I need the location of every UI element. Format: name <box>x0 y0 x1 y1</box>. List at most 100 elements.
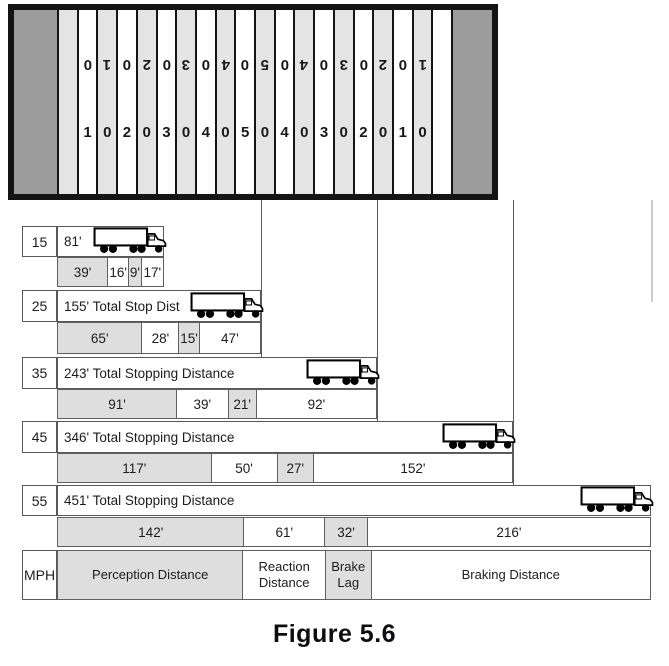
segment-cell-45-0: 117' <box>57 453 212 483</box>
total-distance-label-15: 81' <box>64 234 82 249</box>
segment-cell-15-1: 16' <box>107 257 130 287</box>
ruler-digit: 0 <box>260 124 270 142</box>
ruler-digit-inverted: 3 <box>339 56 348 73</box>
total-distance-label-55: 451' Total Stopping Distance <box>64 493 235 508</box>
ruler-digit-inverted: 3 <box>181 56 191 73</box>
reference-line-3 <box>651 200 653 302</box>
ruler-digit-inverted: 0 <box>241 56 250 73</box>
ruler-digit: 0 <box>181 124 191 142</box>
ruler-digit-inverted: 0 <box>122 56 132 73</box>
figure-caption: Figure 5.6 <box>272 620 397 648</box>
ruler-digit: 0 <box>103 124 112 142</box>
total-distance-box-15: 81' <box>57 226 167 257</box>
reference-line-0 <box>261 200 262 357</box>
reference-line-2 <box>513 200 514 485</box>
ruler-digit: 0 <box>378 124 388 142</box>
truck-icon-35 <box>304 357 382 387</box>
segment-cell-55-1: 61' <box>243 517 326 547</box>
segment-cell-35-0: 91' <box>57 389 177 419</box>
semi-truck-icon <box>442 423 516 449</box>
truck-icon-25 <box>188 290 266 320</box>
segment-cell-35-1: 39' <box>175 389 229 419</box>
road-shoulder-right <box>453 10 492 194</box>
ruler-digit: 0 <box>142 124 151 142</box>
ruler-digit: 3 <box>319 124 329 142</box>
ruler-digit: 4 <box>201 124 210 142</box>
ruler-digit-inverted: 0 <box>398 56 407 73</box>
semi-truck-icon <box>190 292 264 318</box>
ruler-digit-inverted: 2 <box>142 56 151 73</box>
ruler-digit: 0 <box>339 124 348 142</box>
ruler-digit-inverted: 4 <box>300 56 309 73</box>
ruler-stripe-19 <box>433 10 452 194</box>
truck-icon-45 <box>440 421 518 451</box>
ruler-digit: 0 <box>300 124 309 142</box>
segment-cell-55-0: 142' <box>57 517 245 547</box>
semi-truck-icon <box>93 227 167 253</box>
segment-cell-25-0: 65' <box>57 322 143 354</box>
segment-cell-45-3: 152' <box>312 453 513 483</box>
road-shoulder-left <box>14 10 57 194</box>
mph-label-45: 45 <box>22 421 57 453</box>
segment-cell-55-3: 216' <box>366 517 652 547</box>
ruler-digit: 4 <box>280 124 289 142</box>
mph-label-25: 25 <box>22 290 57 322</box>
total-distance-label-45: 346' Total Stopping Distance <box>64 429 235 445</box>
total-distance-box-45: 346' Total Stopping Distance <box>57 421 516 453</box>
ruler-stripe-0 <box>59 10 77 194</box>
ruler-digit: 0 <box>221 124 230 142</box>
mph-label-15: 15 <box>22 226 57 257</box>
header-cell-0: Perception Distance <box>57 550 244 600</box>
segment-row-25: 65'28'15'47' <box>57 322 262 354</box>
semi-truck-icon <box>580 486 654 512</box>
segment-cell-55-2: 32' <box>324 517 368 547</box>
segment-cell-25-1: 28' <box>141 322 180 354</box>
total-distance-label-35: 243' Total Stopping Distance <box>64 365 235 381</box>
segment-row-45: 117'50'27'152' <box>57 453 513 483</box>
ruler-digit: 0 <box>418 124 427 142</box>
segment-row-55: 142'61'32'216' <box>57 517 652 547</box>
ruler-digit: 3 <box>162 124 171 142</box>
mph-label-35: 35 <box>22 357 57 389</box>
segment-cell-25-2: 15' <box>178 322 200 354</box>
ruler-digit: 5 <box>241 124 250 142</box>
ruler-digit: 2 <box>122 124 132 142</box>
header-cell-2: Brake Lag <box>324 550 372 600</box>
segment-cell-15-2: 9' <box>128 257 142 287</box>
segment-cell-15-0: 39' <box>57 257 109 287</box>
total-distance-box-35: 243' Total Stopping Distance <box>57 357 380 389</box>
reference-line-1 <box>377 200 378 421</box>
ruler-digit-inverted: 0 <box>319 56 329 73</box>
ruler-digit-inverted: 1 <box>418 56 427 73</box>
ruler-digit-inverted: 0 <box>201 56 210 73</box>
ruler-digit: 2 <box>359 124 368 142</box>
total-distance-box-25: 155' Total Stop Dist <box>57 290 264 322</box>
header-cell-3: Braking Distance <box>370 550 651 600</box>
header-mph: MPH <box>22 550 57 600</box>
segment-cell-45-1: 50' <box>210 453 278 483</box>
semi-truck-icon <box>306 359 380 385</box>
segment-cell-35-2: 21' <box>227 389 257 419</box>
ruler-digit-inverted: 1 <box>103 56 112 73</box>
ruler-digit: 1 <box>83 124 92 142</box>
segment-cell-25-3: 47' <box>198 322 262 354</box>
ruler-digit-inverted: 0 <box>83 56 92 73</box>
